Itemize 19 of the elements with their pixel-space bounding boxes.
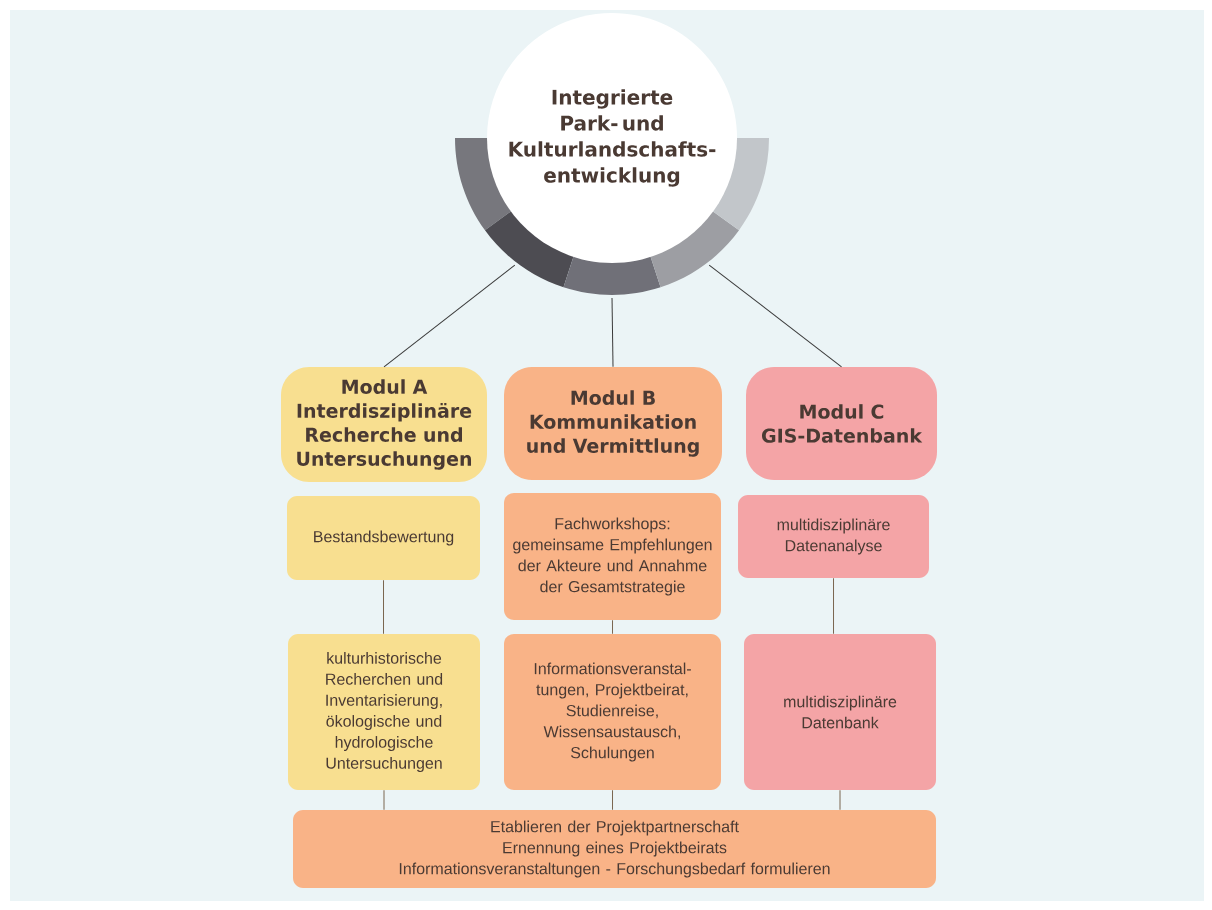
- connector-line: [833, 577, 834, 635]
- connector-line: [612, 619, 613, 635]
- process-box: Fachworkshops: gemeinsame Empfehlungen der Akteure und Annahme der Gesamtstrategie: [504, 493, 721, 620]
- connector-line: [383, 264, 516, 368]
- process-box: kulturhistorische Recherchen und Inventarisierung, ökologische und hydrologische Untersuchungen: [288, 634, 480, 790]
- connector-line: [383, 579, 384, 635]
- process-box: multidisziplinäre Datenbank: [744, 634, 936, 790]
- module-box: Modul B Kommunikation und Vermittlung: [504, 367, 722, 480]
- module-box: Modul A Interdisziplinäre Recherche und Untersuchungen: [281, 367, 487, 482]
- process-box: multidisziplinäre Datenanalyse: [738, 495, 929, 578]
- module-box: Modul C GIS-Datenbank: [746, 367, 937, 480]
- process-box: Bestandsbewertung: [287, 496, 480, 580]
- connector-line: [611, 297, 614, 368]
- process-box: Informationsveranstal- tungen, Projektbeirat, Studienreise, Wissensaustausch, Schulungen: [504, 634, 721, 790]
- connector-line: [383, 789, 385, 811]
- connector-line: [708, 264, 842, 368]
- summary-box: Etablieren der Projektpartnerschaft Ernennung eines Projektbeirats Informationsveranstaltungen - Forschungsbedarf formulieren: [293, 810, 936, 888]
- connector-line: [839, 789, 841, 811]
- connector-line: [612, 789, 613, 811]
